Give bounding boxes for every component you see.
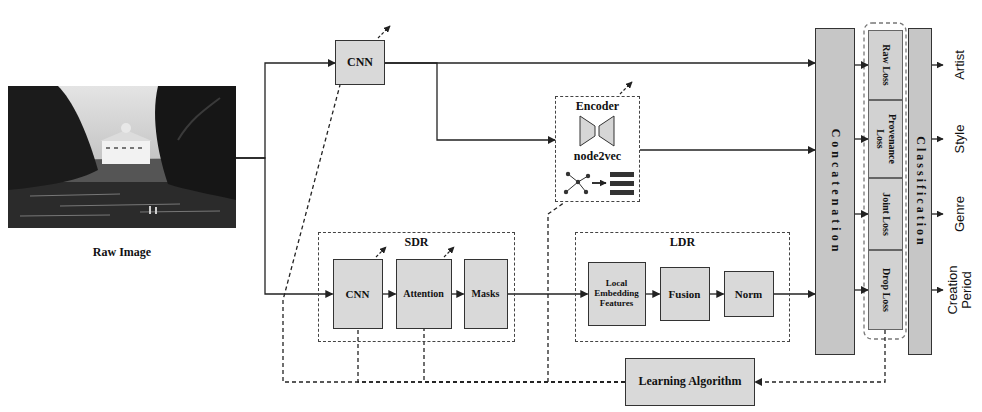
loss-box: Raw Loss — [868, 30, 903, 100]
embedding-bar — [610, 181, 634, 186]
trainable-arrow — [378, 26, 390, 38]
arrow-connector — [640, 149, 815, 150]
process-box: Attention — [396, 259, 452, 329]
image-right-tree — [155, 86, 236, 200]
node-text: Drop Loss — [880, 255, 892, 325]
node-text: Local Embedding Features — [591, 278, 643, 309]
node-text: Raw Loss — [880, 35, 892, 95]
node-text: CNN — [338, 56, 382, 70]
embedding-arrow — [592, 182, 606, 184]
trainable-arrow — [444, 247, 454, 257]
node-text: Norm — [727, 287, 771, 300]
image-building — [102, 140, 150, 164]
loss-box: Joint Loss — [868, 178, 903, 250]
arrow-connector — [710, 293, 724, 294]
arrow-connector — [452, 293, 464, 294]
arrow-connector — [855, 213, 868, 214]
process-box: Learning Algorithm — [625, 358, 755, 406]
arrow-connector — [383, 293, 396, 294]
image-sky — [8, 86, 236, 228]
graph-icon-node — [584, 190, 588, 194]
process-box: CNN — [333, 259, 383, 329]
feedback-connector — [358, 329, 625, 383]
feedback-connector — [424, 329, 625, 383]
graph-icon-node — [564, 190, 568, 194]
node-text: Masks — [467, 288, 505, 300]
arrow-connector — [646, 293, 660, 294]
loss-box: Provenance Loss — [868, 100, 903, 178]
classifier-bar: Classification — [908, 28, 932, 355]
graph-icon-links — [566, 174, 588, 192]
node-text: Concatenation — [828, 33, 842, 350]
process-box: Norm — [724, 271, 774, 317]
embedding-bar — [610, 172, 634, 177]
process-box: Local Embedding Features — [588, 262, 646, 326]
loss-group-outline — [864, 23, 906, 339]
image-figures — [150, 206, 156, 214]
arrow-connector — [385, 62, 815, 63]
arrow-connector — [385, 63, 555, 140]
node-text: Classification — [913, 33, 927, 350]
node-text: SDR — [321, 236, 512, 250]
encoder-group: Encoder node2vec — [555, 96, 640, 202]
image-dome — [121, 123, 131, 133]
autoencoder-icon — [580, 116, 595, 146]
graph-icon-node — [586, 174, 590, 178]
node-text: Fusion — [663, 287, 707, 300]
embedding-bar — [610, 190, 634, 195]
output-label: Style — [953, 104, 967, 174]
image-reflection — [20, 194, 220, 216]
node-text: Provenance Loss — [874, 105, 897, 173]
image-windows — [106, 147, 142, 149]
node-text: node2vec — [558, 150, 637, 164]
node-text: Learning Algorithm — [628, 375, 752, 389]
node-text: LDR — [578, 236, 787, 250]
arrow-connector — [774, 293, 816, 294]
process-box: Masks — [464, 259, 508, 329]
trainable-arrow — [620, 82, 632, 94]
node-text: Encoder — [558, 100, 637, 114]
output-label: Genre — [953, 179, 967, 249]
graph-icon-node — [566, 172, 570, 176]
output-label: Creation Period — [946, 258, 975, 322]
trainable-arrow — [376, 247, 386, 257]
arrow-connector — [855, 64, 868, 65]
image-node: Raw Image — [8, 86, 236, 262]
node-text: Attention — [399, 288, 449, 300]
arrow-connector — [236, 63, 335, 158]
process-box: Fusion — [660, 267, 710, 321]
raw-image-picture — [8, 86, 236, 228]
trainable-marks — [376, 26, 632, 257]
arrow-connector — [855, 289, 868, 290]
output-arrow — [932, 64, 943, 65]
image-left-trees — [8, 86, 98, 190]
output-label: Artist — [953, 25, 967, 105]
output-arrows — [932, 65, 943, 290]
autoencoder-icon — [599, 116, 614, 146]
process-box: CNN — [335, 40, 385, 85]
output-arrow — [932, 138, 943, 139]
module-group: SDR CNN Attention Masks — [318, 232, 515, 342]
output-arrow — [932, 289, 943, 290]
concat-bar: Concatenation — [815, 28, 855, 355]
node-text: Joint Loss — [880, 183, 892, 245]
output-arrow — [932, 213, 943, 214]
feedback-connector — [283, 85, 625, 382]
arrow-connector — [855, 138, 868, 139]
node-text: Raw Image — [10, 246, 234, 260]
graph-icon-node — [576, 180, 580, 184]
image-branch — [178, 98, 220, 140]
node-text: CNN — [336, 287, 380, 300]
loss-box: Drop Loss — [868, 250, 903, 330]
module-group: LDR Local Embedding Features Fusion Norm — [575, 232, 790, 342]
